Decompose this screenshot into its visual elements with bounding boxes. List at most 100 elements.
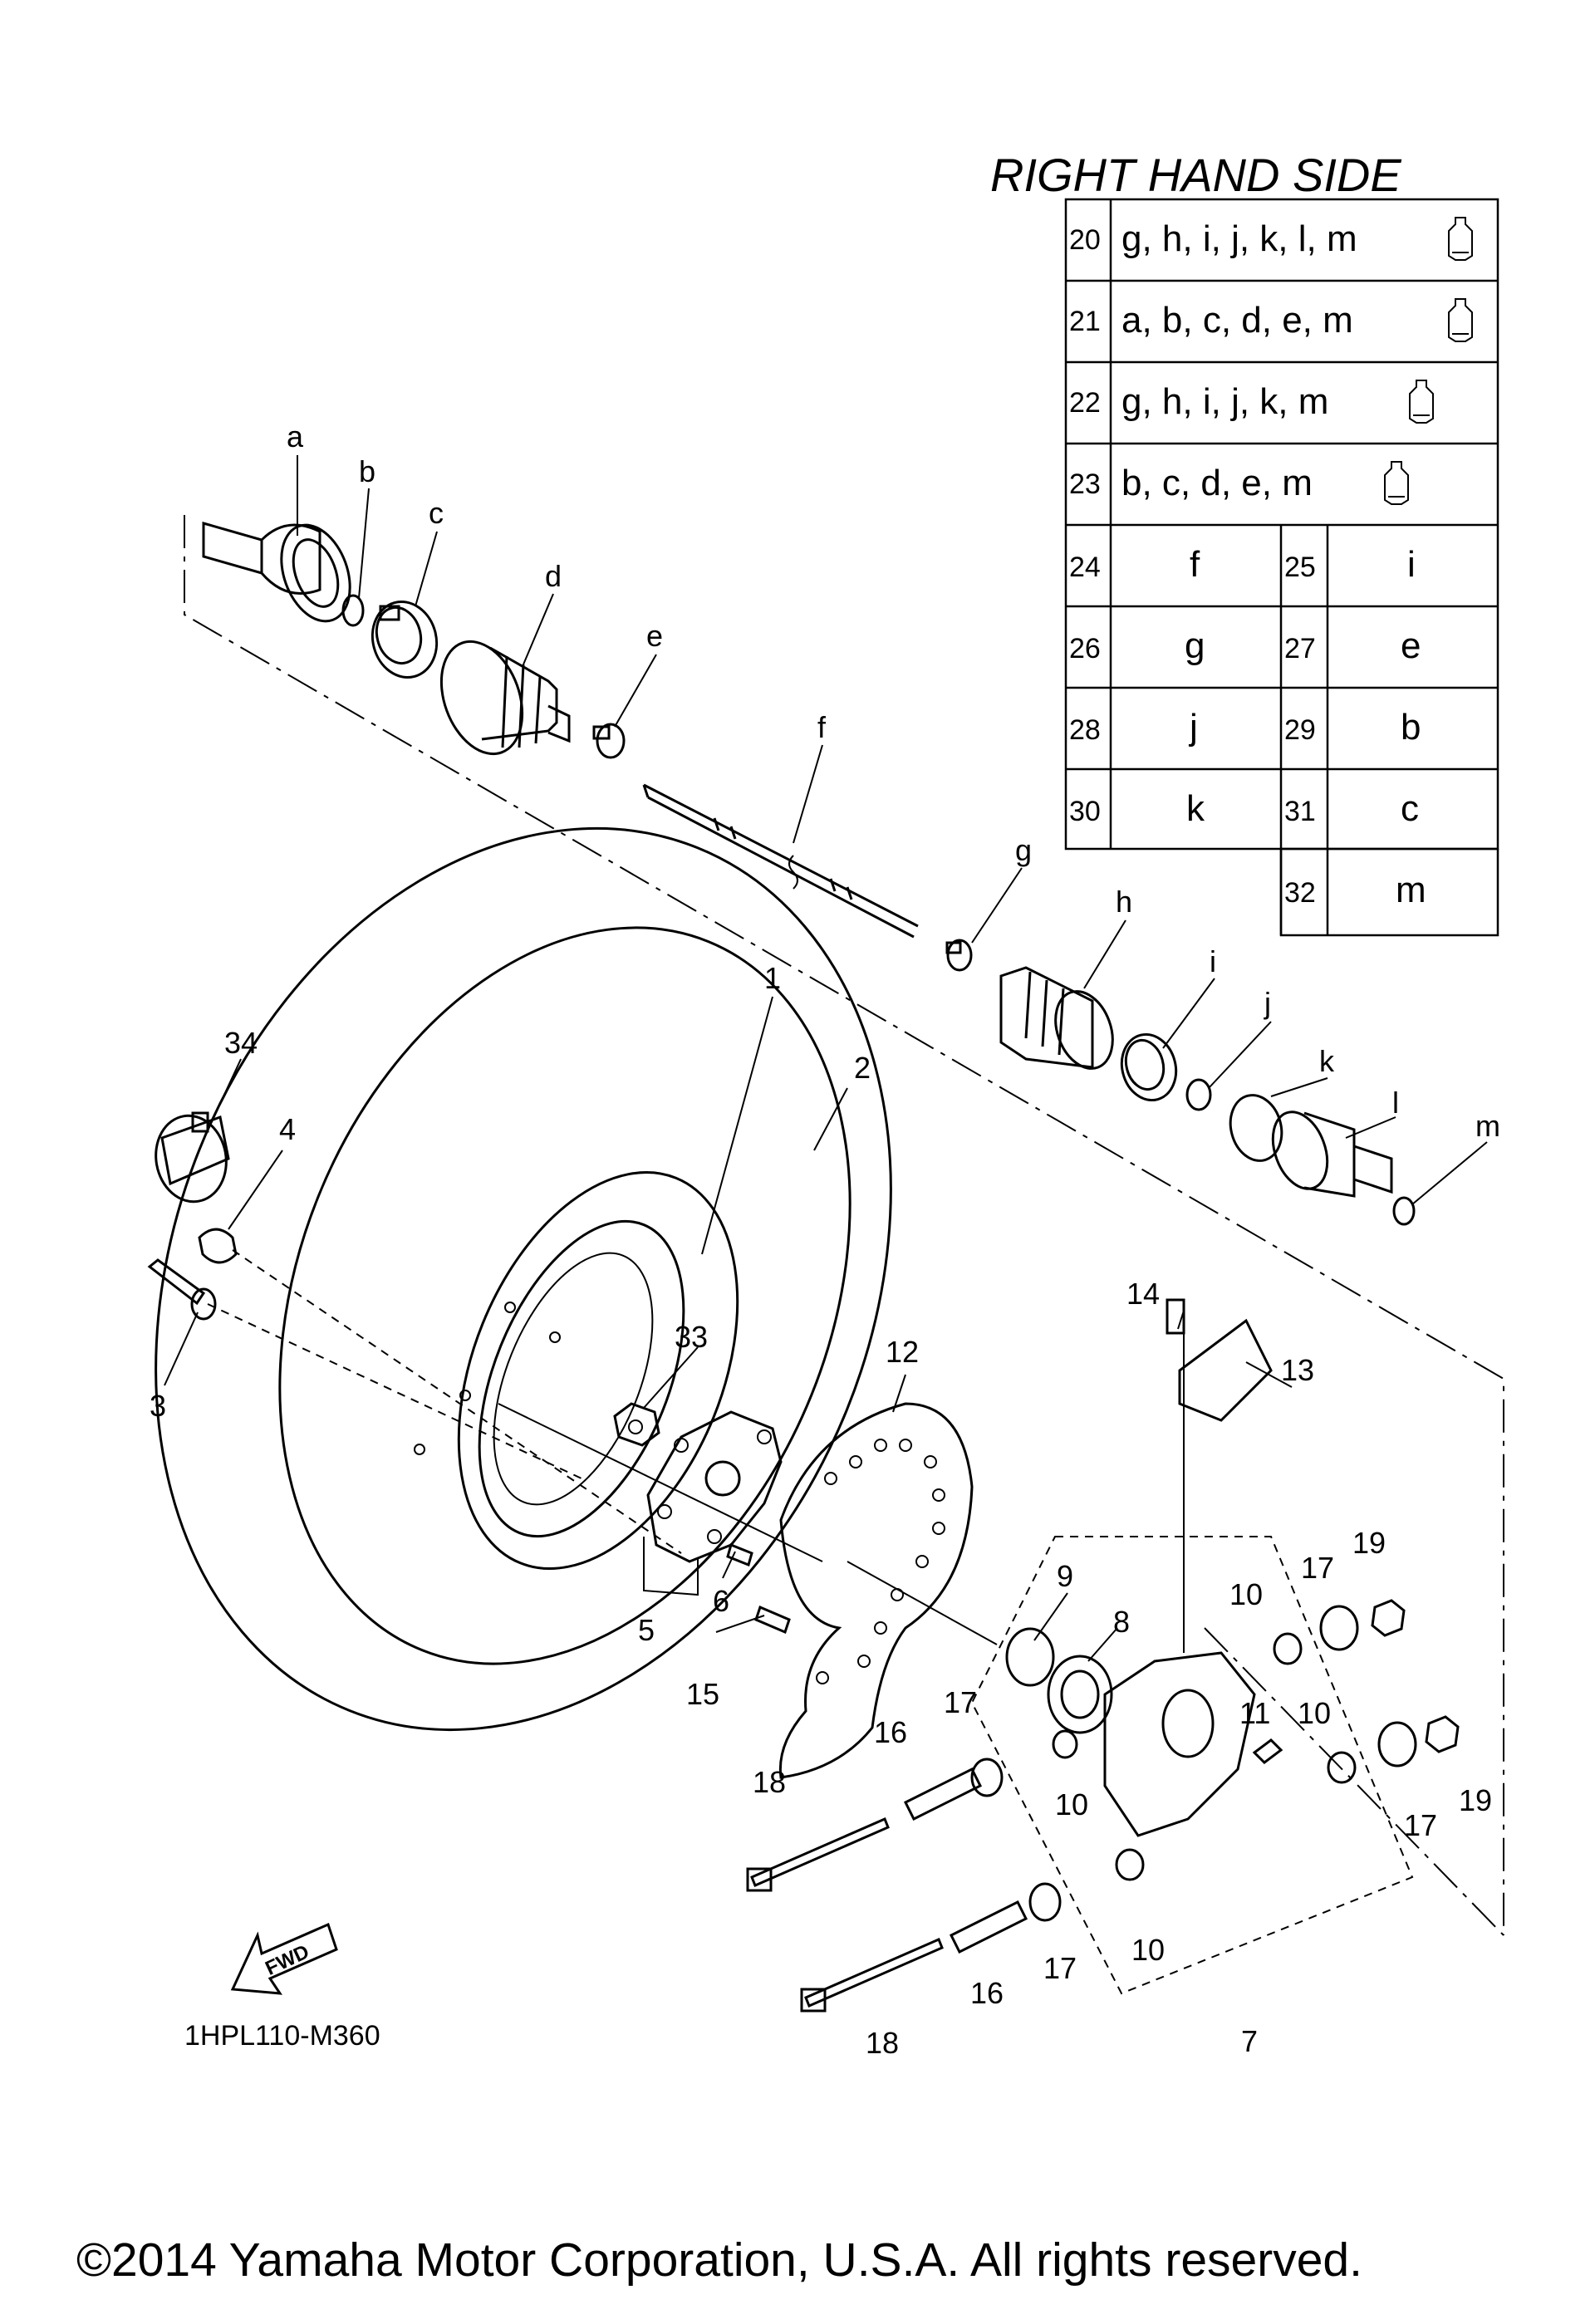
callout-13: 13	[1281, 1353, 1314, 1387]
valve-nut	[198, 1228, 238, 1264]
table-title: RIGHT HAND SIDE	[990, 149, 1401, 201]
callout-k: k	[1319, 1044, 1335, 1078]
brake-disc	[778, 1402, 974, 1779]
assembly-centerlines	[184, 515, 1504, 1936]
table-num-21: 21	[1069, 306, 1101, 337]
table-num-26: 26	[1069, 633, 1101, 664]
callout-10b: 10	[1298, 1696, 1331, 1730]
circlip-m	[1392, 1196, 1416, 1226]
callout-leaders	[164, 455, 1488, 1662]
callout-g: g	[1015, 833, 1032, 867]
table-num-20: 20	[1069, 224, 1101, 256]
sealant-tube-icon	[1384, 461, 1409, 505]
table-num-25: 25	[1284, 552, 1316, 583]
table-val-24: f	[1190, 544, 1200, 585]
boot-band-c	[371, 600, 439, 679]
table-val-31: c	[1401, 788, 1419, 829]
circlip-b	[341, 594, 365, 627]
callout-1: 1	[764, 961, 781, 995]
table-val-29: b	[1401, 707, 1421, 748]
callout-16b: 16	[970, 1976, 1004, 2010]
callout-6: 6	[713, 1584, 729, 1618]
table-num-31: 31	[1284, 796, 1316, 827]
table-letters-21: a, b, c, d, e, m	[1121, 300, 1353, 341]
hub-nut	[613, 1402, 660, 1447]
callout-b: b	[359, 454, 375, 488]
parts-table: RIGHT HAND SIDE 20 g, h, i, j, k, l, m 2…	[990, 149, 1499, 937]
table-num-29: 29	[1284, 714, 1316, 746]
table-val-28: j	[1188, 707, 1198, 748]
boot-h	[999, 966, 1114, 1070]
diagram-code: 1HPL110-M360	[184, 2020, 380, 2052]
callout-c: c	[429, 496, 444, 530]
table-num-23: 23	[1069, 468, 1101, 500]
fwd-label: FWD	[262, 1940, 312, 1980]
boot-d	[439, 640, 571, 756]
tire	[155, 826, 892, 1732]
callout-3: 3	[150, 1389, 166, 1423]
callout-10a: 10	[1229, 1577, 1263, 1611]
callout-11: 11	[1239, 1696, 1270, 1730]
table-num-24: 24	[1069, 552, 1101, 583]
callout-16a: 16	[874, 1715, 907, 1749]
callout-18b: 18	[866, 2026, 899, 2060]
cv-joint-inner	[1271, 1111, 1393, 1198]
callout-34: 34	[224, 1026, 258, 1060]
table-val-32: m	[1396, 870, 1426, 910]
sealant-tube-icon	[1409, 380, 1434, 424]
band-e	[592, 723, 626, 759]
shaft-f	[642, 783, 919, 939]
wheel-hub	[646, 1410, 783, 1563]
callout-14: 14	[1126, 1277, 1160, 1311]
callout-f: f	[817, 710, 827, 744]
table-letters-22: g, h, i, j, k, m	[1121, 381, 1328, 422]
hub-cap	[155, 1111, 230, 1204]
circlip-j	[1185, 1078, 1212, 1111]
callout-d: d	[545, 559, 562, 593]
callout-9: 9	[1057, 1559, 1073, 1593]
rim	[457, 1170, 739, 1571]
tire-valve	[147, 1258, 217, 1321]
drive-shaft-assembly	[202, 522, 1416, 1226]
callout-33: 33	[675, 1320, 708, 1354]
callout-e: e	[646, 619, 663, 653]
callout-19a: 19	[1352, 1526, 1386, 1560]
callout-8: 8	[1113, 1605, 1130, 1639]
o-ring-k	[1229, 1094, 1283, 1162]
copyright: ©2014 Yamaha Motor Corporation, U.S.A. A…	[76, 2233, 1362, 2287]
table-num-22: 22	[1069, 387, 1101, 419]
table-num-30: 30	[1069, 796, 1101, 827]
table-letters-20: g, h, i, j, k, l, m	[1121, 218, 1357, 259]
callout-j: j	[1264, 986, 1271, 1020]
wheel-assembly	[155, 826, 892, 1732]
callout-18a: 18	[753, 1765, 786, 1799]
callout-m: m	[1475, 1109, 1500, 1143]
table-num-32: 32	[1284, 877, 1316, 909]
table-num-27: 27	[1284, 633, 1316, 664]
callout-l: l	[1392, 1086, 1399, 1120]
callout-10d: 10	[1131, 1933, 1165, 1967]
cv-joint-outer	[202, 522, 351, 623]
band-i	[1120, 1032, 1178, 1102]
band-g	[945, 939, 973, 972]
callout-17a: 17	[1301, 1551, 1334, 1585]
knuckle-assembly	[746, 1298, 1460, 2013]
table-letters-23: b, c, d, e, m	[1121, 463, 1313, 503]
table-num-28: 28	[1069, 714, 1101, 746]
table-val-27: e	[1401, 625, 1421, 666]
table-val-30: k	[1186, 788, 1205, 829]
callout-10c: 10	[1055, 1787, 1088, 1821]
callout-h: h	[1116, 885, 1132, 919]
callout-19b: 19	[1459, 1783, 1492, 1817]
callout-2: 2	[854, 1051, 871, 1085]
table-val-26: g	[1185, 625, 1205, 666]
callout-15: 15	[686, 1677, 719, 1711]
sealant-tube-icon	[1448, 298, 1473, 342]
sealant-tube-icon	[1448, 217, 1473, 261]
callout-5: 5	[638, 1613, 655, 1647]
callout-4: 4	[279, 1112, 296, 1146]
callout-i: i	[1210, 944, 1216, 978]
hub-bolt	[726, 1542, 753, 1567]
callout-a: a	[287, 419, 304, 454]
